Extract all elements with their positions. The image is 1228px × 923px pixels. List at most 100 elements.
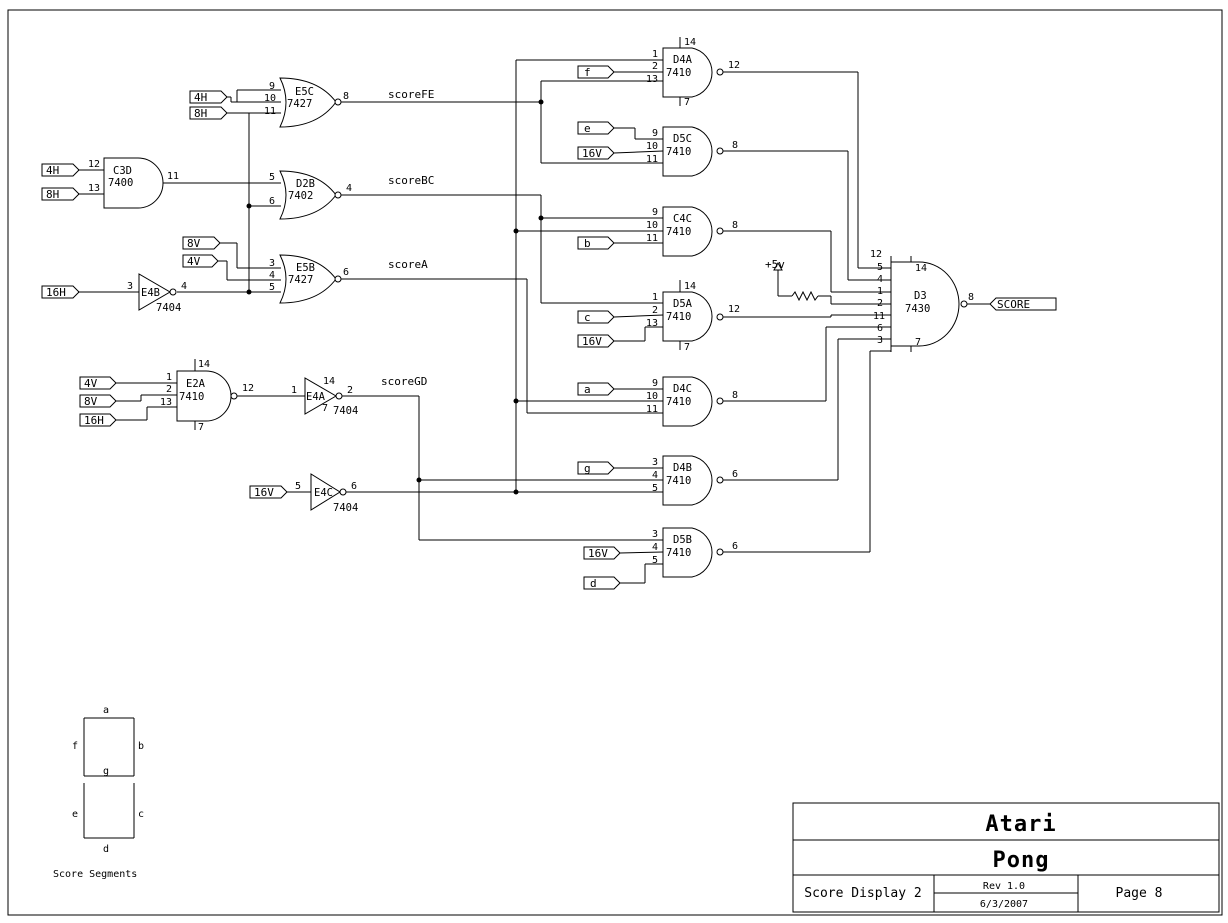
- gate-e5b[interactable]: E5B 7427 3 4 5 6: [269, 254, 349, 304]
- svg-text:13: 13: [646, 318, 658, 329]
- svg-text:14: 14: [915, 263, 927, 274]
- svg-text:1: 1: [652, 292, 658, 303]
- svg-text:12: 12: [242, 383, 254, 394]
- flag-d4c-a: a: [584, 383, 591, 396]
- svg-text:6: 6: [732, 541, 738, 552]
- flag-d4a-f: f: [584, 66, 591, 79]
- svg-text:11: 11: [167, 171, 179, 182]
- power-label: +5v: [765, 258, 785, 271]
- flag-e5b-a: 8V: [187, 237, 201, 250]
- svg-text:7: 7: [198, 422, 204, 433]
- svg-text:11: 11: [646, 154, 658, 165]
- flag-d5b-16v: 16V: [588, 547, 608, 560]
- svg-text:9: 9: [269, 81, 275, 92]
- segment-b-label: b: [138, 741, 144, 752]
- gate-e4a[interactable]: E4A 7404 1 14 7 2: [291, 376, 358, 417]
- segment-legend: a b c d e f g Score Segments: [53, 705, 144, 880]
- gate-e4a-name: E4A: [306, 391, 326, 403]
- svg-text:14: 14: [323, 376, 335, 387]
- power-symbol: +5v: [765, 258, 785, 271]
- gate-d4a[interactable]: D4A 7410 14 7 1 2 13 12: [646, 37, 740, 108]
- net-labels: scoreFE scoreBC scoreA scoreGD: [381, 88, 434, 388]
- gate-d4b[interactable]: D4B 7410 3 4 5 6: [652, 455, 738, 506]
- gate-d5c[interactable]: D5C 7410 9 10 11 8: [646, 126, 738, 177]
- gate-d5c-name: D5C: [673, 133, 692, 145]
- svg-text:3: 3: [877, 335, 883, 346]
- svg-text:3: 3: [652, 457, 658, 468]
- gate-c3d[interactable]: C3D 7400 12 13 11: [88, 157, 179, 209]
- svg-text:1: 1: [877, 286, 883, 297]
- gate-e4c[interactable]: E4C 7404 5 6: [295, 473, 358, 514]
- title-sheet: Score Display 2: [804, 886, 921, 901]
- svg-text:4: 4: [877, 274, 883, 285]
- junction-dots: [246, 99, 544, 495]
- gate-d4c[interactable]: D4C 7410 9 10 11 8: [646, 376, 738, 427]
- gate-d4a-name: D4A: [673, 54, 693, 66]
- flag-e5c-b: 8H: [194, 107, 207, 120]
- svg-text:6: 6: [732, 469, 738, 480]
- title-company: Atari: [985, 812, 1056, 837]
- gate-d5a[interactable]: D5A 7410 14 7 1 2 13 12: [646, 280, 740, 353]
- gate-d5b-part: 7410: [666, 547, 691, 559]
- svg-text:7: 7: [684, 342, 690, 353]
- gate-e4b-name: E4B: [141, 287, 160, 299]
- flag-e5c-a: 4H: [194, 91, 207, 104]
- svg-text:10: 10: [646, 391, 658, 402]
- flag-e2a-b: 8V: [84, 395, 98, 408]
- gate-d4c-part: 7410: [666, 396, 691, 408]
- gate-e4b[interactable]: E4B 7404 3 4: [127, 273, 187, 314]
- title-revision: Rev 1.0: [983, 881, 1025, 892]
- gate-e5c[interactable]: E5C 7427 9 10 11 8: [264, 77, 349, 128]
- svg-text:8: 8: [343, 91, 349, 102]
- net-scorebc: scoreBC: [388, 174, 434, 187]
- svg-text:7: 7: [915, 337, 921, 348]
- net-scorea: scoreA: [388, 258, 428, 271]
- gate-e4c-part: 7404: [333, 502, 358, 514]
- svg-text:8: 8: [732, 140, 738, 151]
- flag-d5c-16v: 16V: [582, 147, 602, 160]
- svg-text:8: 8: [732, 220, 738, 231]
- legend-caption: Score Segments: [53, 869, 137, 880]
- gate-e2a[interactable]: E2A 7410 14 7 1 2 13 12: [160, 359, 254, 433]
- flag-c3d-a: 4H: [46, 164, 59, 177]
- segment-d-label: d: [103, 844, 109, 855]
- output-label: SCORE: [997, 298, 1030, 311]
- svg-text:9: 9: [652, 207, 658, 218]
- gate-d5b[interactable]: D5B 7410 3 4 5 6: [652, 527, 738, 578]
- net-scoregd: scoreGD: [381, 375, 427, 388]
- svg-text:6: 6: [877, 323, 883, 334]
- svg-text:1: 1: [291, 385, 297, 396]
- title-project: Pong: [993, 848, 1050, 873]
- flag-e4c-in: 16V: [254, 486, 274, 499]
- svg-text:12: 12: [728, 60, 740, 71]
- svg-text:12: 12: [88, 159, 100, 170]
- gate-d5b-name: D5B: [673, 534, 692, 546]
- gate-e5b-name: E5B: [296, 262, 315, 274]
- svg-text:13: 13: [646, 74, 658, 85]
- gate-d4b-part: 7410: [666, 475, 691, 487]
- flag-d5a-16v: 16V: [582, 335, 602, 348]
- gate-d2b[interactable]: D2B 7402 5 6 4: [269, 170, 352, 220]
- svg-text:11: 11: [646, 233, 658, 244]
- gate-d5a-name: D5A: [673, 298, 693, 310]
- output-flag-score: SCORE: [989, 297, 1057, 311]
- svg-text:5: 5: [269, 282, 275, 293]
- input-flags: 4H 8H 4H 8H 8V 4V 16H 4V 8V 16H 16V f e …: [41, 65, 621, 590]
- segment-g-label: g: [103, 766, 109, 777]
- flag-d5a-c: c: [584, 311, 591, 324]
- svg-text:14: 14: [198, 359, 210, 370]
- svg-text:3: 3: [127, 281, 133, 292]
- svg-text:5: 5: [652, 483, 658, 494]
- gate-c4c-name: C4C: [673, 213, 692, 225]
- gate-d5a-part: 7410: [666, 311, 691, 323]
- svg-text:7: 7: [322, 403, 328, 414]
- gate-d2b-part: 7402: [288, 190, 313, 202]
- svg-text:4: 4: [652, 470, 658, 481]
- svg-text:3: 3: [652, 529, 658, 540]
- gate-d4c-name: D4C: [673, 383, 692, 395]
- svg-text:5: 5: [295, 481, 301, 492]
- gate-c4c[interactable]: C4C 7410 9 10 11 8: [646, 206, 738, 257]
- gate-d3[interactable]: D3 7430 14 7 12 5 4 1 2 11 6 3 8: [870, 249, 974, 352]
- gate-e2a-name: E2A: [186, 378, 206, 390]
